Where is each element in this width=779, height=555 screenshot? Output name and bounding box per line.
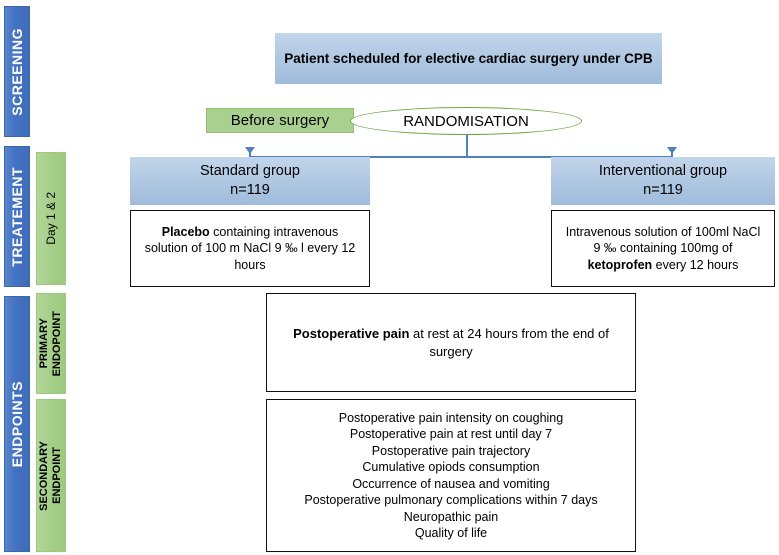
before-surgery-box: Before surgery <box>206 108 354 133</box>
interventional-group-count: n=119 <box>643 182 683 198</box>
arrow-to-interventional-group <box>667 147 677 154</box>
interventional-treatment-post: every 12 hours <box>652 257 739 272</box>
sub-bar-secondary-endpoint-label: SECONDARY ENDPOINT <box>38 440 63 511</box>
connector-horizontal <box>250 156 673 158</box>
secondary-endpoint-list: Postoperative pain intensity on coughing… <box>304 410 598 541</box>
randomisation-ellipse: RANDOMISATION <box>350 107 582 135</box>
standard-group-count: n=119 <box>230 182 270 198</box>
before-surgery-label: Before surgery <box>230 112 330 129</box>
phase-bar-endpoints: ENDPOINTS <box>4 296 30 552</box>
primary-endpoint-rest: at rest at 24 hours from the end of surg… <box>409 326 609 359</box>
primary-endpoint-box: Postoperative pain at rest at 24 hours f… <box>266 293 636 392</box>
phase-bar-treatment: TREATEMENT <box>4 146 30 287</box>
interventional-group-treatment-box: Intravenous solution of 100ml NaCl 9 ‰ c… <box>551 210 775 287</box>
phase-bar-screening: SCREENING <box>4 6 30 137</box>
sub-bar-day-1-2-label: Day 1 & 2 <box>43 192 58 245</box>
standard-group-header: Standard group n=119 <box>130 157 370 205</box>
phase-bar-treatment-label: TREATEMENT <box>9 166 25 267</box>
standard-treatment-bold: Placebo <box>161 224 210 239</box>
phase-bar-screening-label: SCREENING <box>9 27 25 116</box>
secondary-endpoint-box: Postoperative pain intensity on coughing… <box>266 399 636 552</box>
screening-title-text: Patient scheduled for elective cardiac s… <box>284 50 653 66</box>
standard-group-treatment-box: Placebo containing intravenous solution … <box>130 210 370 287</box>
standard-group-title: Standard group <box>200 163 300 180</box>
phase-bar-endpoints-label: ENDPOINTS <box>9 380 25 468</box>
primary-endpoint-bold: Postoperative pain <box>293 326 410 342</box>
interventional-group-title: Interventional group <box>598 163 728 180</box>
interventional-treatment-pre: Intravenous solution of 100ml NaCl 9 ‰ c… <box>565 224 761 256</box>
sub-bar-day-1-2: Day 1 & 2 <box>36 152 66 285</box>
interventional-treatment-bold: ketoprofen <box>587 257 653 272</box>
randomisation-label: RANDOMISATION <box>403 112 529 130</box>
screening-title-box: Patient scheduled for elective cardiac s… <box>275 33 662 84</box>
interventional-group-header: Interventional group n=119 <box>551 157 775 205</box>
sub-bar-secondary-endpoint: SECONDARY ENDPOINT <box>36 399 66 552</box>
sub-bar-primary-endpoint-label: PRIMARY ENDOPOINT <box>38 310 63 377</box>
sub-bar-primary-endpoint: PRIMARY ENDOPOINT <box>36 293 66 394</box>
connector-stem-vertical <box>466 135 468 157</box>
standard-treatment-rest: containing intravenous solution of 100 m… <box>144 224 356 272</box>
arrow-to-standard-group <box>245 147 255 154</box>
